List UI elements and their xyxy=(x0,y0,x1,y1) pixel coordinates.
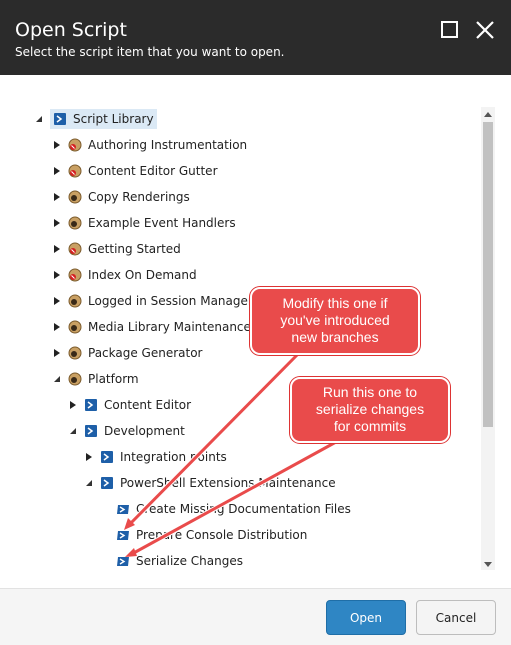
callout-line: you've introduced xyxy=(280,312,390,328)
tree-node[interactable]: Example Event Handlers xyxy=(52,213,236,233)
tree-node[interactable]: Prepare Console Distribution xyxy=(116,525,307,545)
module-icon xyxy=(68,320,82,334)
tree-label: Integration points xyxy=(120,450,227,464)
collapse-arrow-icon[interactable] xyxy=(68,421,78,441)
tree-node[interactable]: Serialize Changes xyxy=(116,551,243,571)
tree-root-selection[interactable]: Script Library xyxy=(50,109,157,129)
callout-line: Run this one to xyxy=(322,384,418,400)
callout-line: for commits xyxy=(333,418,407,434)
powershell-icon xyxy=(100,450,114,464)
expand-arrow-icon[interactable] xyxy=(52,187,62,207)
expand-arrow-icon[interactable] xyxy=(52,265,62,285)
dialog-header: Open Script Select the script item that … xyxy=(0,0,511,75)
module-icon xyxy=(68,346,82,360)
tree-label: Package Generator xyxy=(88,346,203,360)
collapse-arrow-icon[interactable] xyxy=(34,109,44,129)
scroll-up-arrow-icon[interactable] xyxy=(481,107,495,119)
expand-arrow-icon[interactable] xyxy=(52,239,62,259)
expand-arrow-icon[interactable] xyxy=(52,161,62,181)
callout-line: serialize changes xyxy=(315,401,425,417)
powershell-icon xyxy=(84,424,98,438)
collapse-arrow-icon[interactable] xyxy=(52,369,62,389)
script-icon xyxy=(116,554,130,568)
tree-label: Logged in Session Manager xyxy=(88,294,253,308)
module-icon xyxy=(68,190,82,204)
powershell-icon xyxy=(84,398,98,412)
tree-node[interactable]: Logged in Session Manager xyxy=(52,291,253,311)
module-disabled-icon xyxy=(68,138,82,152)
expand-arrow-icon[interactable] xyxy=(52,213,62,233)
tree-label: Copy Renderings xyxy=(88,190,190,204)
callout-line: new branches xyxy=(291,329,379,345)
dialog-title: Open Script xyxy=(15,19,127,41)
tree-node-script-library[interactable]: Script Library xyxy=(34,109,157,129)
annotation-callout-serialize: Run this one to serialize changes for co… xyxy=(290,377,450,443)
tree-label: Development xyxy=(104,424,185,438)
vertical-scrollbar[interactable] xyxy=(481,107,495,570)
tree-node[interactable]: Copy Renderings xyxy=(52,187,190,207)
tree-node[interactable]: Media Library Maintenance xyxy=(52,317,251,337)
tree-label: Prepare Console Distribution xyxy=(136,528,308,542)
module-disabled-icon xyxy=(68,242,82,256)
tree-node[interactable]: Content Editor Gutter xyxy=(52,161,218,181)
tree-node[interactable]: Content Editor xyxy=(68,395,191,415)
cancel-button[interactable]: Cancel xyxy=(416,600,496,635)
tree-label: Media Library Maintenance xyxy=(88,320,251,334)
close-icon xyxy=(476,21,494,39)
expand-arrow-icon[interactable] xyxy=(84,447,94,467)
module-icon xyxy=(68,372,82,386)
tree-label: Script Library xyxy=(73,112,154,126)
module-icon xyxy=(68,216,82,230)
tree-label: Getting Started xyxy=(88,242,181,256)
tree-label: PowerShell Extensions Maintenance xyxy=(120,476,336,490)
scrollbar-thumb[interactable] xyxy=(483,122,493,427)
module-disabled-icon xyxy=(68,268,82,282)
tree-label: Authoring Instrumentation xyxy=(88,138,248,152)
callout-line: Modify this one if xyxy=(282,295,388,311)
maximize-icon xyxy=(441,21,458,38)
powershell-icon xyxy=(100,476,114,490)
expand-arrow-icon[interactable] xyxy=(52,317,62,337)
tree-label: Platform xyxy=(88,372,139,386)
powershell-icon xyxy=(53,112,67,126)
expand-arrow-icon[interactable] xyxy=(52,135,62,155)
tree-node[interactable]: Platform xyxy=(52,369,139,389)
module-disabled-icon xyxy=(68,164,82,178)
scroll-down-arrow-icon[interactable] xyxy=(481,558,495,570)
expand-arrow-icon[interactable] xyxy=(68,395,78,415)
close-button[interactable] xyxy=(474,19,496,41)
tree-node[interactable]: Getting Started xyxy=(52,239,181,259)
tree-node[interactable]: PowerShell Extensions Maintenance xyxy=(84,473,336,493)
tree-label: Create Missing Documentation Files xyxy=(136,502,351,516)
open-button[interactable]: Open xyxy=(326,600,406,635)
maximize-button[interactable] xyxy=(439,19,461,41)
script-icon xyxy=(116,528,130,542)
tree-node[interactable]: Integration points xyxy=(84,447,227,467)
tree-node[interactable]: Index On Demand xyxy=(52,265,197,285)
tree-label: Example Event Handlers xyxy=(88,216,236,230)
script-icon xyxy=(116,502,130,516)
dialog-footer: Open Cancel xyxy=(0,588,511,645)
tree-label: Content Editor Gutter xyxy=(88,164,218,178)
tree-node[interactable]: Authoring Instrumentation xyxy=(52,135,247,155)
dialog-subtitle: Select the script item that you want to … xyxy=(15,45,285,59)
module-icon xyxy=(68,294,82,308)
tree-label: Serialize Changes xyxy=(136,554,243,568)
annotation-callout-modify: Modify this one if you've introduced new… xyxy=(250,287,420,355)
tree-node[interactable]: Development xyxy=(68,421,185,441)
tree-node[interactable]: Package Generator xyxy=(52,343,203,363)
tree-label: Index On Demand xyxy=(88,268,197,282)
collapse-arrow-icon[interactable] xyxy=(84,473,94,493)
expand-arrow-icon[interactable] xyxy=(52,291,62,311)
tree-label: Content Editor xyxy=(104,398,192,412)
expand-arrow-icon[interactable] xyxy=(52,343,62,363)
tree-node[interactable]: Create Missing Documentation Files xyxy=(116,499,351,519)
